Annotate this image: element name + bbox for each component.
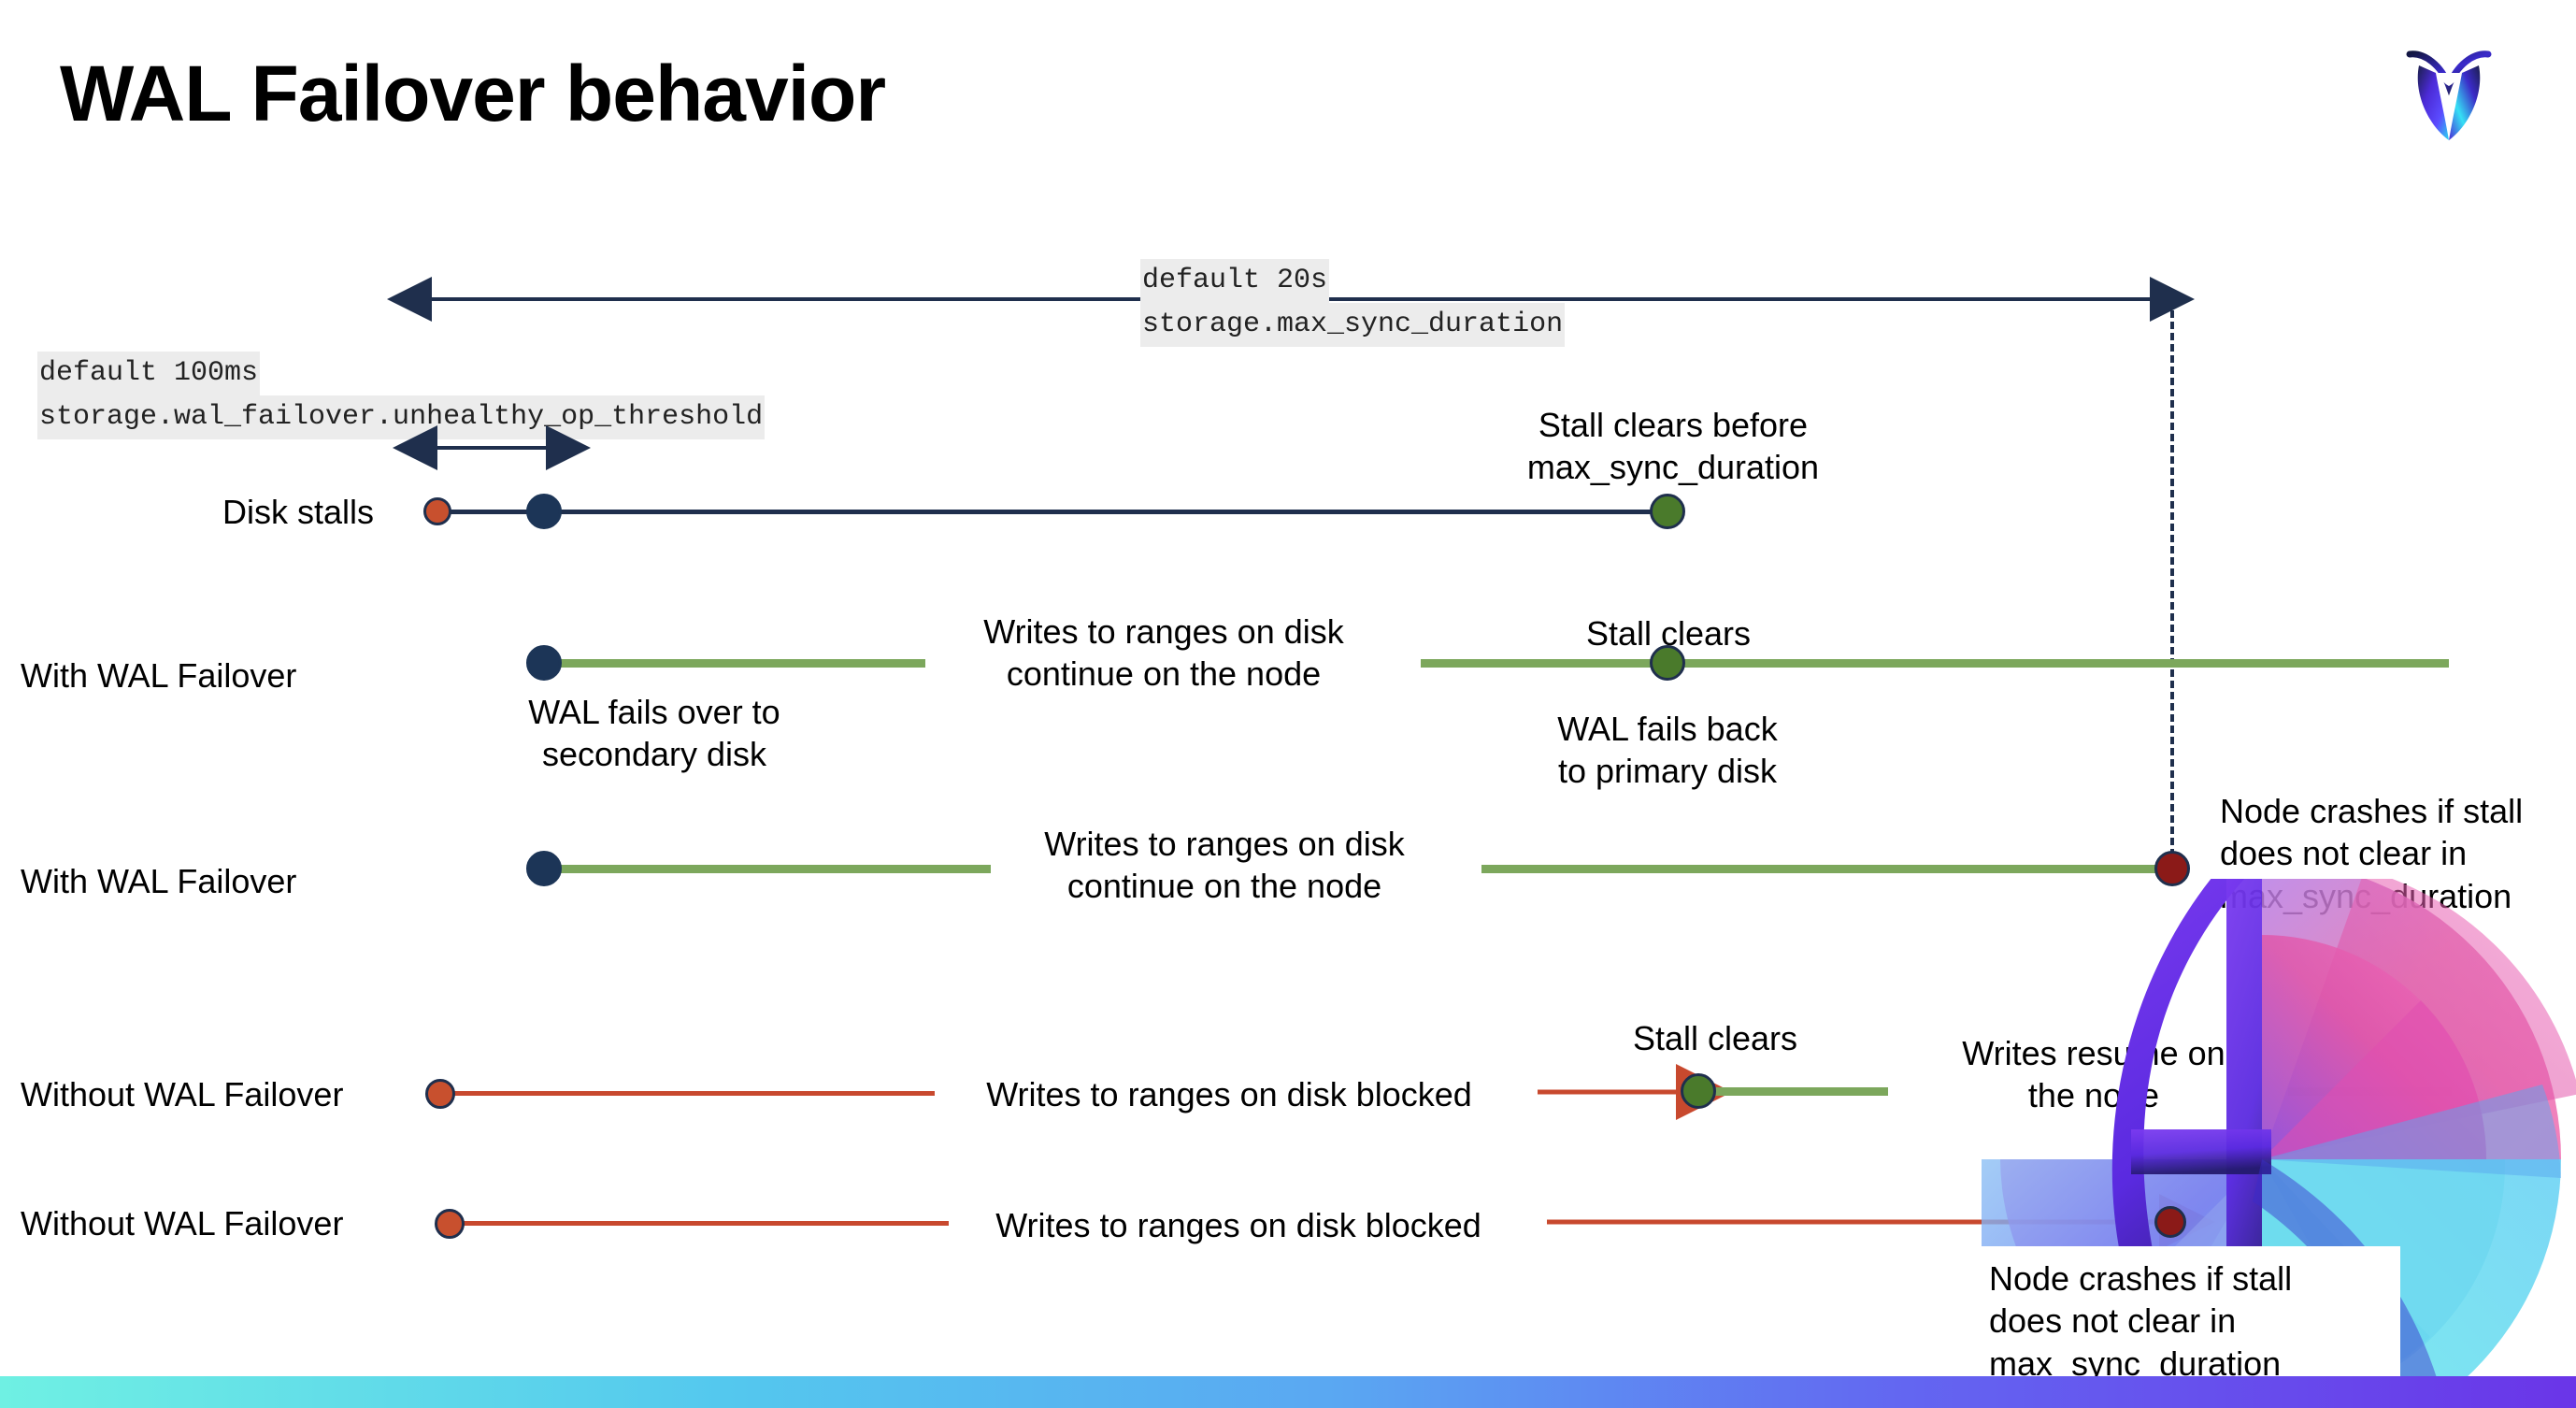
note-stall-clears-row2: Stall clears (1585, 614, 1752, 653)
note-line: max_sync_duration (2220, 876, 2512, 915)
note-line: secondary disk (541, 735, 767, 774)
note-stall-clears-before: Stall clears before max_sync_duration (1486, 404, 1860, 489)
bottom-gradient-bar (0, 1376, 2576, 1408)
note-line: does not clear in (2220, 834, 2468, 873)
disk-stall-threshold-dot (526, 494, 562, 529)
note-wal-fails-over: WAL fails over to secondary disk (449, 691, 860, 776)
note-node-crashes-row3: Node crashes if stall does not clear in … (2220, 790, 2576, 917)
wal-failback-dot (1650, 645, 1685, 681)
note-line: continue on the node (1066, 867, 1382, 906)
note-line: the node (2027, 1076, 2160, 1115)
note-node-crashes-row5: Node crashes if stall does not clear in … (1989, 1257, 2391, 1385)
note-line: Stall clears before (1538, 406, 1809, 444)
note-writes-blocked-row4: Writes to ranges on disk blocked (986, 1075, 1472, 1113)
disk-stall-cleared-dot (1650, 494, 1685, 529)
wal-failover-timeline-seg2 (1421, 659, 2449, 668)
note-line: Writes to ranges on disk (1044, 825, 1405, 863)
note-line: does not clear in (1989, 1301, 2237, 1341)
max-sync-deadline-dashed-line (2170, 299, 2174, 879)
blocked-writes-arrow-row4 (1538, 1064, 1732, 1120)
node-crash-dot (2154, 851, 2190, 886)
without-failover-stall-start-dot-row5 (435, 1209, 465, 1239)
row-label-without-wal-failover-1: Without WAL Failover (21, 1075, 344, 1113)
callout-unhealthy-op-threshold: default 100ms storage.wal_failover.unhea… (37, 352, 879, 439)
note-line: Writes resume on (1962, 1034, 2225, 1072)
note-stall-clears-row4: Stall clears (1632, 1019, 1798, 1057)
note-writes-continue-a: Writes to ranges on disk continue on the… (944, 611, 1383, 696)
note-line: Node crashes if stall (1989, 1259, 2293, 1298)
row-label-with-wal-failover-1: With WAL Failover (21, 656, 297, 695)
note-line: WAL fails back (1557, 710, 1778, 748)
node-crash-dot-row5 (2154, 1206, 2186, 1238)
disk-stall-start-dot (423, 497, 451, 525)
note-writes-blocked-row5: Writes to ranges on disk blocked (995, 1206, 1481, 1244)
blocked-writes-arrow-row5 (1547, 1194, 2215, 1250)
without-failover-stall-cleared-dot-row4 (1681, 1073, 1716, 1109)
callout-unhealthy-line1: default 100ms (37, 352, 261, 395)
row-label-with-wal-failover-2: With WAL Failover (21, 862, 297, 900)
without-failover-stall-start-dot-row4 (425, 1079, 455, 1109)
callout-unhealthy-line2: storage.wal_failover.unhealthy_op_thresh… (37, 395, 766, 439)
callout-max-sync-duration: default 20s storage.max_sync_duration (1140, 259, 1626, 347)
disk-stalls-timeline (436, 510, 1679, 514)
page-title: WAL Failover behavior (60, 50, 886, 137)
blocked-writes-line-row4-seg1 (449, 1091, 935, 1096)
note-line: max_sync_duration (1989, 1343, 2282, 1383)
wal-failover-start-dot (526, 645, 562, 681)
unhealthy-op-threshold-span-arrow (393, 425, 591, 470)
note-line: to primary disk (1557, 752, 1778, 791)
writes-resume-line-row4-seg2 (2288, 1087, 2452, 1096)
note-writes-continue-b: Writes to ranges on disk continue on the… (1005, 823, 1444, 908)
note-line: WAL fails over to (528, 693, 780, 731)
wal-failover-crash-timeline-seg2 (1481, 865, 2173, 873)
wal-failover-crash-timeline-seg1 (533, 865, 991, 873)
note-wal-fails-back: WAL fails back to primary disk (1490, 708, 1845, 793)
note-line: Writes to ranges on disk (983, 612, 1344, 651)
row-label-without-wal-failover-2: Without WAL Failover (21, 1204, 344, 1243)
note-line: Node crashes if stall (2220, 792, 2524, 830)
writes-resume-line-row4-seg1 (1710, 1087, 1888, 1096)
cockroachdb-logo-icon (2393, 28, 2505, 150)
note-line: max_sync_duration (1526, 448, 1820, 487)
note-line: continue on the node (1006, 654, 1322, 694)
note-writes-resume: Writes resume on the node (1939, 1032, 2248, 1117)
callout-max-sync-line2: storage.max_sync_duration (1140, 303, 1566, 347)
row-label-disk-stalls: Disk stalls (222, 493, 375, 531)
wal-failover-timeline-seg1 (533, 659, 925, 668)
callout-max-sync-line1: default 20s (1140, 259, 1330, 303)
wal-failover-crash-start-dot (526, 851, 562, 886)
blocked-writes-line-row5-seg1 (458, 1221, 949, 1226)
